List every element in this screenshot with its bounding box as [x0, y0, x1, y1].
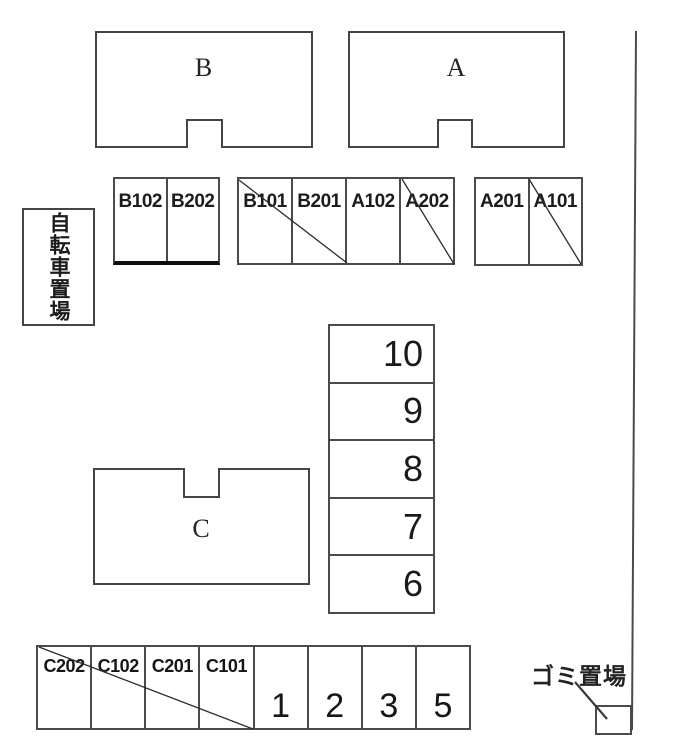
parking-space-9: 9 — [330, 381, 433, 440]
parking-block-b: B102 B202 — [113, 177, 220, 265]
building-b-entrance-notch — [186, 119, 223, 148]
parking-space-6: 6 — [330, 554, 433, 612]
building-b-label: B — [194, 53, 214, 82]
parking-space-c201: C201 — [144, 647, 198, 728]
parking-block-center: B101 B201 A102 A202 — [237, 177, 455, 265]
parking-space-b101: B101 — [243, 191, 287, 212]
site-boundary-line — [631, 30, 637, 731]
parking-space-b201: B201 — [291, 179, 345, 263]
building-c-label: C — [192, 514, 211, 543]
parking-space-2: 2 — [306, 647, 361, 728]
parking-column-middle: 10 9 8 7 6 — [328, 324, 435, 614]
bicycle-parking-label: 自転車置場 — [47, 212, 70, 322]
parking-space-8: 8 — [330, 439, 433, 497]
parking-space-7: 7 — [330, 496, 433, 555]
parking-space-a201: A201 — [480, 191, 524, 212]
bicycle-parking-area: 自転車置場 — [22, 208, 95, 326]
building-c-entrance-notch — [183, 468, 220, 498]
garbage-area-label: ゴミ置場 — [531, 663, 627, 689]
parking-space-b202: B202 — [165, 179, 219, 261]
garbage-area-box — [595, 705, 632, 735]
parking-space-a101: A101 — [527, 179, 582, 264]
parking-space-c102: C102 — [90, 647, 144, 728]
parking-space-b102: B102 — [118, 191, 163, 212]
parking-space-5: 5 — [414, 647, 469, 728]
parking-space-a202: A202 — [399, 179, 453, 263]
parking-space-c101: C101 — [198, 647, 252, 728]
parking-space-c202: C202 — [43, 656, 86, 676]
parking-space-1: 1 — [252, 647, 307, 728]
parking-row-bottom: C202 C102 C201 C101 1 2 3 5 — [36, 645, 471, 730]
parking-space-3: 3 — [360, 647, 415, 728]
building-a-entrance-notch — [437, 119, 473, 148]
building-a-label: A — [446, 53, 467, 82]
parking-block-a: A201 A101 — [474, 177, 583, 266]
parking-space-a102: A102 — [345, 179, 399, 263]
parking-space-10: 10 — [382, 332, 423, 374]
